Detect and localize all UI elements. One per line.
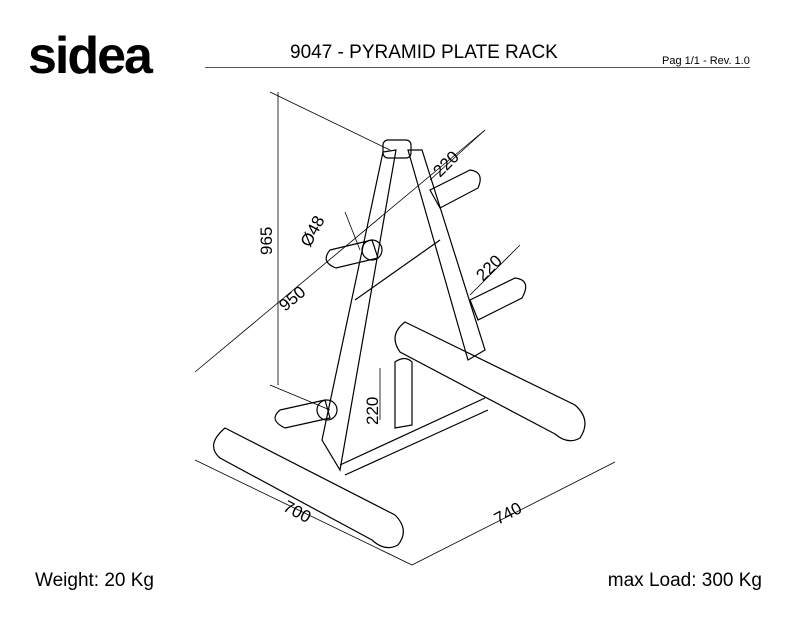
max-load-label: max Load: 300 Kg: [607, 570, 762, 591]
sidea-logo: sidea: [28, 27, 153, 85]
dim-740: 740: [491, 498, 525, 528]
plate-pegs: [274, 169, 527, 429]
page-title: 9047 - PYRAMID PLATE RACK: [290, 42, 558, 63]
page-info: Pag 1/1 - Rev. 1.0: [662, 55, 750, 67]
dim-965: 965: [257, 227, 276, 255]
base-feet: [213, 321, 586, 549]
dim-220-center: 220: [363, 397, 382, 425]
dim-220-right: 220: [472, 251, 505, 284]
a-frame: [321, 139, 486, 472]
header-divider: [205, 67, 750, 68]
weight-label: Weight: 20 Kg: [35, 570, 155, 591]
dim-diameter: Ø48: [297, 213, 329, 250]
dimension-lines: [194, 91, 616, 566]
dim-700: 700: [280, 497, 314, 527]
dim-950: 950: [275, 282, 309, 315]
